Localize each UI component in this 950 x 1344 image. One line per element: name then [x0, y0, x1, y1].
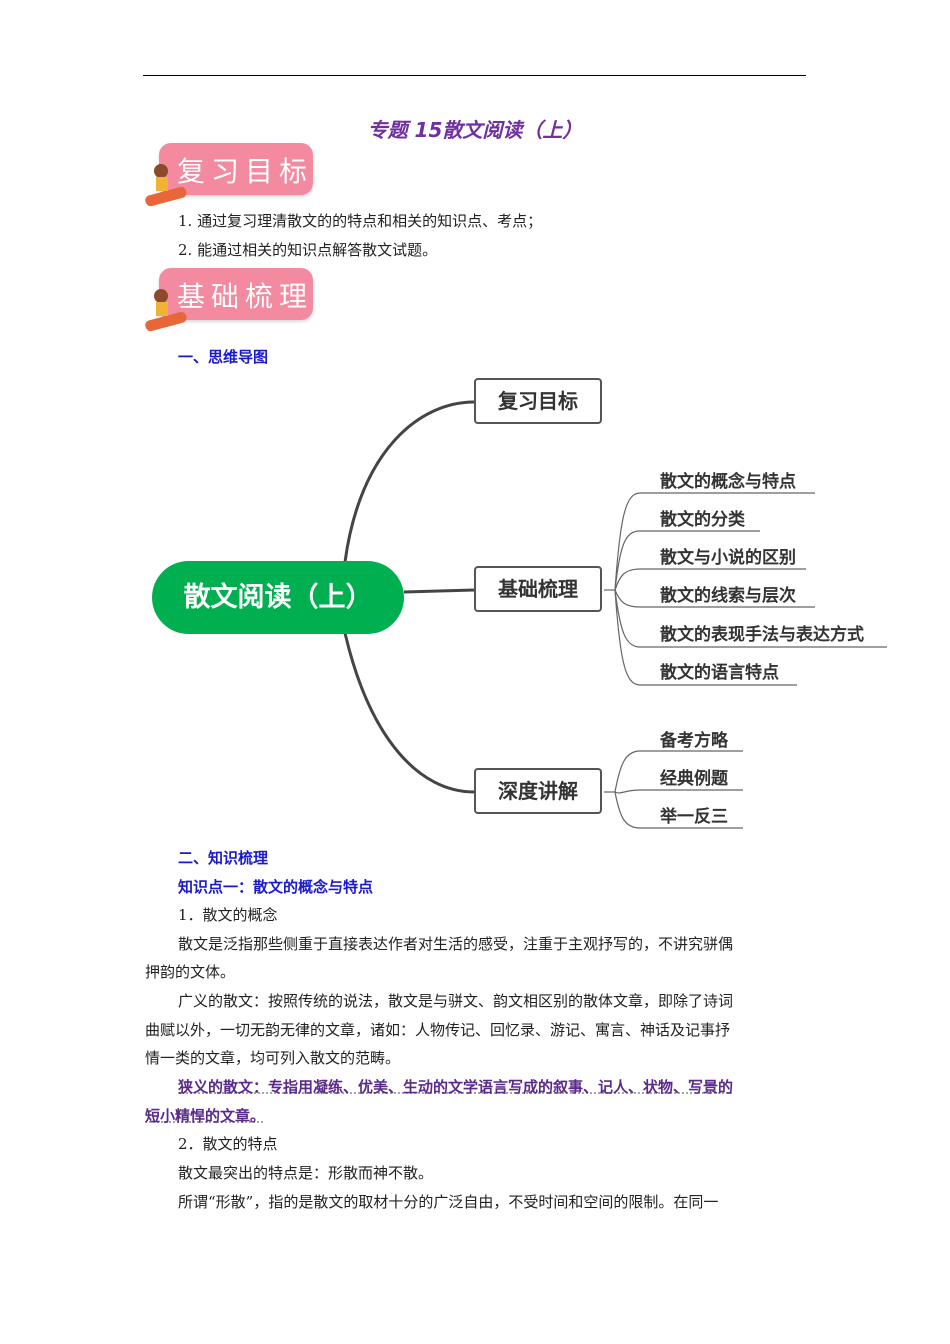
- basic-review-badge: 基础梳理: [143, 268, 313, 332]
- mindmap-node-deep-explanation: 深度讲解: [474, 768, 602, 814]
- header-rule: [143, 75, 806, 76]
- paragraph-title: 2．散文的特点: [178, 1135, 278, 1153]
- mindmap-connectors: [343, 400, 887, 829]
- highlighted-text: 狭义的散文：专指用凝练、优美、生动的文学语言写成的叙事、记人、状物、写景的: [178, 1078, 734, 1096]
- mindmap-leaf: 散文与小说的区别: [660, 548, 796, 568]
- paragraph-text: 散文最突出的特点是：形散而神不散。: [178, 1164, 434, 1182]
- mindmap-node-review-goals: 复习目标: [474, 378, 602, 424]
- girl-on-pencil-icon: [145, 164, 187, 207]
- girl-on-pencil-icon: [145, 289, 187, 332]
- paragraph-title: 1．散文的概念: [178, 906, 278, 924]
- review-goals-badge: 复习目标: [143, 143, 313, 207]
- mindmap-leaf: 备考方略: [660, 731, 728, 751]
- section-heading: 一、思维导图: [178, 348, 269, 366]
- paragraph-text: 广义的散文：按照传统的说法，散文是与骈文、韵文相区别的散体文章，即除了诗词: [178, 992, 734, 1010]
- highlighted-text: 短小精悍的文章。: [145, 1107, 266, 1125]
- page-title: 专题 15散文阅读（上）: [367, 118, 583, 142]
- mindmap-leaf: 举一反三: [660, 807, 728, 827]
- mindmap-leaf: 经典例题: [660, 769, 728, 789]
- mindmap-leaf: 散文的概念与特点: [660, 472, 796, 492]
- mindmap-leaf: 散文的线索与层次: [660, 586, 796, 606]
- paragraph-text: 散文是泛指那些侧重于直接表达作者对生活的感受，注重于主观抒写的，不讲究骈偶: [178, 935, 734, 953]
- mindmap-node-basic-review: 基础梳理: [474, 566, 602, 612]
- paragraph-text: 曲赋以外，一切无韵无律的文章，诸如：人物传记、回忆录、游记、寓言、神话及记事抒: [145, 1021, 731, 1039]
- mindmap-leaf: 散文的分类: [660, 510, 745, 530]
- mindmap-leaf: 散文的语言特点: [660, 663, 779, 683]
- mindmap-leaf: 散文的表现手法与表达方式: [660, 625, 864, 645]
- paragraph-text: 所谓“形散”，指的是散文的取材十分的广泛自由，不受时间和空间的限制。在同一: [178, 1193, 719, 1211]
- subsection-heading: 知识点一：散文的概念与特点: [178, 878, 374, 896]
- section-heading: 二、知识梳理: [178, 849, 269, 867]
- paragraph-text: 押韵的文体。: [145, 963, 236, 981]
- mindmap-center-node: 散文阅读（上）: [152, 561, 404, 634]
- goal-item: 1. 通过复习理清散文的的特点和相关的知识点、考点；: [178, 212, 543, 230]
- goal-item: 2. 能通过相关的知识点解答散文试题。: [178, 241, 438, 259]
- paragraph-text: 情一类的文章，均可列入散文的范畴。: [145, 1049, 401, 1067]
